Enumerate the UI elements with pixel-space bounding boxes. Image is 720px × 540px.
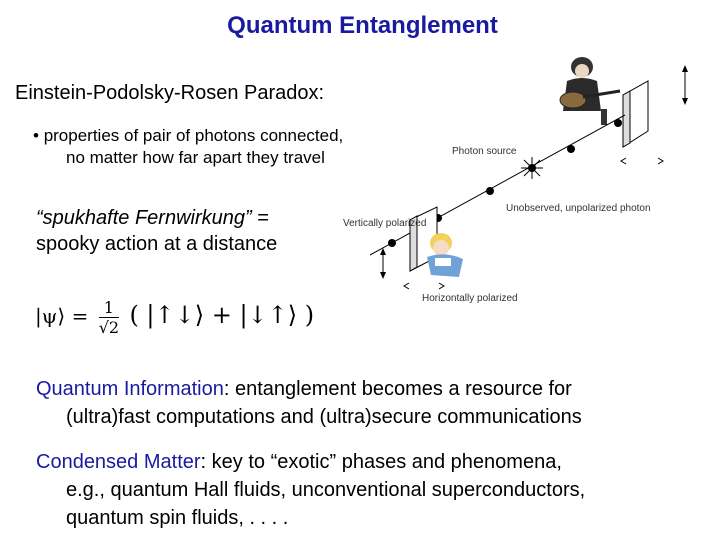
equals-sign: = — [251, 207, 269, 229]
condensed-matter-term: Condensed Matter — [36, 451, 201, 473]
condensed-matter-line-1: : key to “exotic” phases and phenomena, — [200, 451, 562, 473]
condensed-matter-paragraph: Condensed Matter: key to “exotic” phases… — [36, 448, 585, 532]
formula-lhs: |ψ⟩ = — [35, 304, 89, 328]
horizontally-polarized-label: Horizontally polarized — [422, 293, 518, 304]
unobserved-photon-label: Unobserved, unpolarized photon — [506, 203, 651, 214]
condensed-matter-line-2: e.g., quantum Hall fluids, unconventiona… — [66, 479, 586, 501]
alice-icon — [427, 233, 463, 277]
quantum-information-term: Quantum Information — [36, 378, 224, 400]
formula-numerator: 1 — [98, 298, 120, 318]
bullet-marker: • — [33, 126, 39, 145]
photon-source-burst-icon — [521, 157, 543, 179]
left-polarizer-icon — [380, 206, 445, 290]
vertically-polarized-label: Vertically polarized — [343, 218, 426, 229]
bullet-point: • properties of pair of photons connecte… — [33, 125, 343, 169]
formula-coefficient: 1 √2 — [98, 298, 120, 337]
quantum-information-paragraph: Quantum Information: entanglement become… — [36, 375, 582, 431]
german-quote: “spukhafte Fernwirkung” — [36, 207, 252, 229]
entangled-state-formula: |ψ⟩ = 1 √2 ( |↑↓⟩ + |↓↑⟩ ) — [35, 298, 314, 337]
epr-photon-diagram: Photon source Unobserved, unpolarized ph… — [343, 57, 688, 304]
bullet-line-2: no matter how far apart they travel — [66, 148, 325, 167]
formula-denominator: √2 — [98, 318, 120, 337]
epr-heading: Einstein-Podolsky-Rosen Paradox: — [15, 82, 325, 104]
einstein-guitar-icon — [559, 57, 621, 125]
photon-source-label: Photon source — [452, 146, 517, 157]
spooky-quote: “spukhafte Fernwirkung” = spooky action … — [36, 205, 277, 257]
bullet-line-1: properties of pair of photons connected, — [43, 126, 344, 145]
slide-title: Quantum Entanglement — [227, 12, 498, 39]
condensed-matter-line-3: quantum spin fluids, . . . . — [66, 507, 289, 529]
quantum-information-line-2: (ultra)fast computations and (ultra)secu… — [66, 406, 582, 428]
formula-rhs: ( |↑↓⟩ + |↓↑⟩ ) — [129, 301, 315, 329]
right-polarizer-icon — [620, 65, 688, 165]
quantum-information-line-1: : entanglement becomes a resource for — [223, 378, 572, 400]
photon-path-line — [369, 114, 626, 256]
english-translation: spooky action at a distance — [36, 233, 278, 255]
